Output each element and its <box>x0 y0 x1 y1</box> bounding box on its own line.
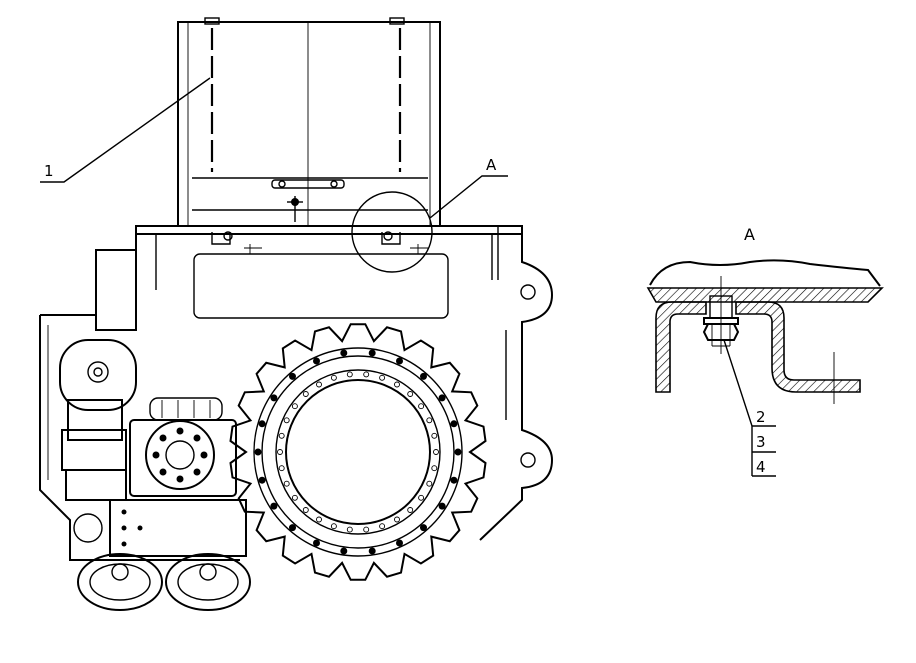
part-3-label: 3 <box>756 433 766 451</box>
sprocket-bolt-hole <box>420 524 427 532</box>
motor-bolt <box>200 451 208 459</box>
sprocket-bolt-hole <box>340 547 348 555</box>
sprocket-inner-hole <box>426 480 433 487</box>
sprocket-inner-hole <box>291 494 298 501</box>
motor-bolt <box>193 468 201 476</box>
callout-a-label: A <box>486 156 497 174</box>
sprocket-inner-hole <box>431 432 438 439</box>
sprocket-inner-hole <box>407 507 414 513</box>
sprocket-inner-hole <box>278 432 285 439</box>
part-4-label: 4 <box>756 458 766 476</box>
sprocket-inner-hole <box>277 449 283 455</box>
sprocket-bolt-hole <box>289 524 296 532</box>
sprocket-inner-hole <box>302 507 309 513</box>
sprocket-inner-hole <box>418 494 425 501</box>
mounting-plate <box>135 225 523 290</box>
bracket-profile <box>655 301 707 393</box>
sprocket-inner-hole <box>394 381 400 388</box>
sprocket-inner-hole <box>431 465 438 472</box>
sprocket-inner-hole <box>283 417 290 424</box>
sprocket-inner-hole <box>330 374 337 381</box>
detail-title: A <box>744 225 755 244</box>
leader-parts-2-4 <box>723 339 753 427</box>
idler-rollers <box>59 339 137 543</box>
sprocket-bolt-hole <box>368 349 376 357</box>
bracket-profile-right <box>735 301 861 393</box>
sprocket-inner-hole <box>363 526 370 533</box>
sprocket-ring <box>275 369 441 535</box>
sprocket-inner-hole <box>302 391 309 397</box>
sprocket-ring <box>261 355 455 549</box>
leader-callout-a <box>429 175 508 219</box>
part-1-label: 1 <box>44 162 54 180</box>
sprocket-inner-hole <box>316 381 322 388</box>
bolt-assembly <box>702 276 740 354</box>
motor-bolt <box>193 434 201 442</box>
sprocket-inner-hole <box>407 391 414 397</box>
sprocket-bolt-hole <box>450 420 458 428</box>
sprocket-inner-hole <box>433 449 439 455</box>
sprocket-bolt-hole <box>258 420 266 428</box>
sprocket-inner-hole <box>330 523 337 530</box>
sprocket-inner-hole <box>291 403 298 410</box>
sprocket-bolt-hole <box>313 539 320 547</box>
sprocket-ring <box>253 347 463 557</box>
motor-bolt <box>176 475 184 483</box>
part-2-label: 2 <box>756 408 766 426</box>
track-rollers <box>77 553 251 611</box>
sprocket-inner-hole <box>278 465 285 472</box>
sprocket-inner-hole <box>379 374 386 381</box>
sprocket-inner-hole <box>363 371 370 378</box>
motor-bolt <box>159 434 167 442</box>
sprocket-bolt-hole <box>270 394 278 402</box>
sprocket-inner-hole <box>346 526 353 533</box>
sprocket-bolt-hole <box>340 349 348 357</box>
sprocket-bolt-hole <box>450 476 458 484</box>
tank-box <box>177 17 441 227</box>
sprocket-bolt-hole <box>438 394 446 402</box>
hatched-plate <box>646 287 884 303</box>
sprocket-bolt-hole <box>258 476 266 484</box>
sprocket-bolt-hole <box>270 502 278 510</box>
sprocket-bolt-hole <box>454 448 462 456</box>
sprocket-teeth <box>229 323 487 581</box>
sprocket-bolt-hole <box>396 357 403 365</box>
sprocket-inner-hole <box>316 516 322 523</box>
leader-part-1 <box>40 77 211 183</box>
sprocket-inner-hole <box>283 480 290 487</box>
sprocket-bolt-hole <box>289 372 296 380</box>
motor-bolt <box>176 427 184 435</box>
sprocket-bolt-hole <box>420 372 427 380</box>
frame-body <box>39 232 554 561</box>
sprocket-bolt-hole <box>438 502 446 510</box>
sprocket-inner-hole <box>418 403 425 410</box>
sprocket-bolt-hole <box>396 539 403 547</box>
sprocket-bolt-hole <box>313 357 320 365</box>
drive-motor <box>129 397 237 497</box>
detail-a-view: A <box>646 225 884 477</box>
sprocket-inner-hole <box>346 371 353 378</box>
sprocket-inner-hole <box>394 516 400 523</box>
motor-bolt <box>152 451 160 459</box>
sprocket-inner-hole <box>379 523 386 530</box>
motor-bolt <box>159 468 167 476</box>
sprocket-ring <box>285 379 431 525</box>
sprocket <box>229 323 487 581</box>
sprocket-inner-hole <box>426 417 433 424</box>
lower-bracket <box>109 499 247 557</box>
main-assembly-view <box>39 17 554 611</box>
detail-circle-a <box>351 191 433 273</box>
sprocket-bolt-hole <box>254 448 262 456</box>
sprocket-bolt-hole <box>368 547 376 555</box>
